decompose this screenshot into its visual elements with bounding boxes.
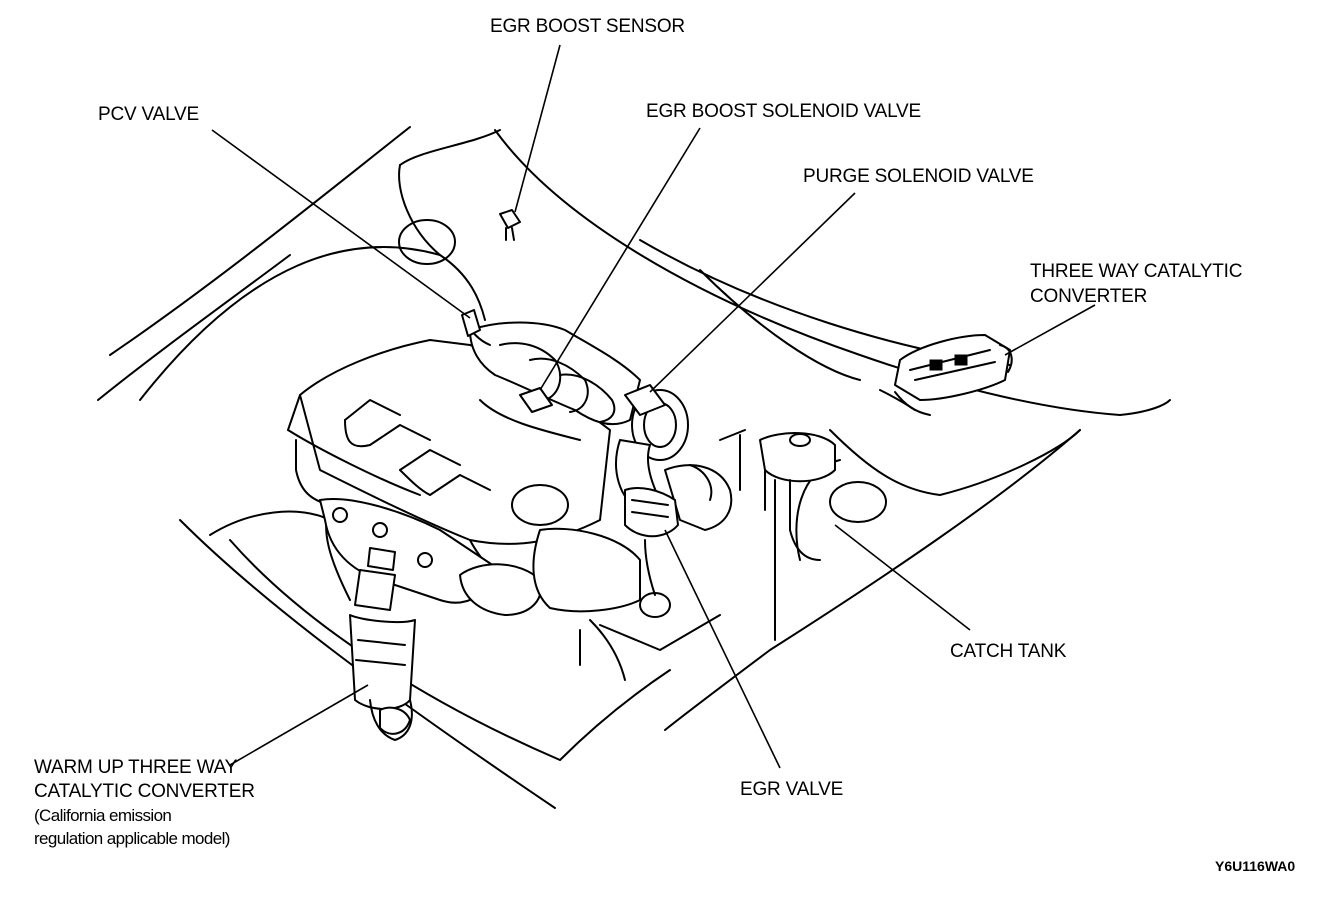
leader-pcv-valve: [211, 129, 471, 319]
leader-catch-tank: [834, 524, 971, 631]
label-egr-boost-solenoid-valve: EGR BOOST SOLENOID VALVE: [646, 101, 922, 122]
leader-egr-boost-solenoid: [539, 127, 701, 391]
leader-lines: [211, 44, 1096, 769]
label-purge-solenoid-valve: PURGE SOLENOID VALVE: [803, 166, 1034, 187]
leader-egr-valve: [664, 529, 781, 769]
label-three-way-cat-line1: THREE WAY CATALYTIC: [1030, 261, 1243, 282]
label-warm-up-line4: regulation applicable model): [34, 829, 230, 848]
leader-purge-solenoid: [649, 192, 856, 393]
figure-code: Y6U116WA0: [1215, 858, 1296, 874]
label-warm-up-line3: (California emission: [34, 806, 172, 825]
leader-warm-up-cat: [229, 684, 369, 766]
label-three-way-cat-line2: CONVERTER: [1030, 286, 1148, 307]
label-warm-up-line2: CATALYTIC CONVERTER: [34, 781, 255, 802]
label-egr-valve: EGR VALVE: [740, 779, 844, 800]
engine-block: [287, 209, 1013, 741]
label-pcv-valve: PCV VALVE: [98, 104, 199, 125]
leader-three-way-cat: [1004, 304, 1096, 356]
leader-egr-boost-sensor: [514, 44, 561, 213]
label-egr-boost-sensor: EGR BOOST SENSOR: [490, 16, 685, 37]
label-catch-tank: CATCH TANK: [950, 641, 1067, 662]
label-warm-up-line1: WARM UP THREE WAY: [34, 757, 238, 778]
